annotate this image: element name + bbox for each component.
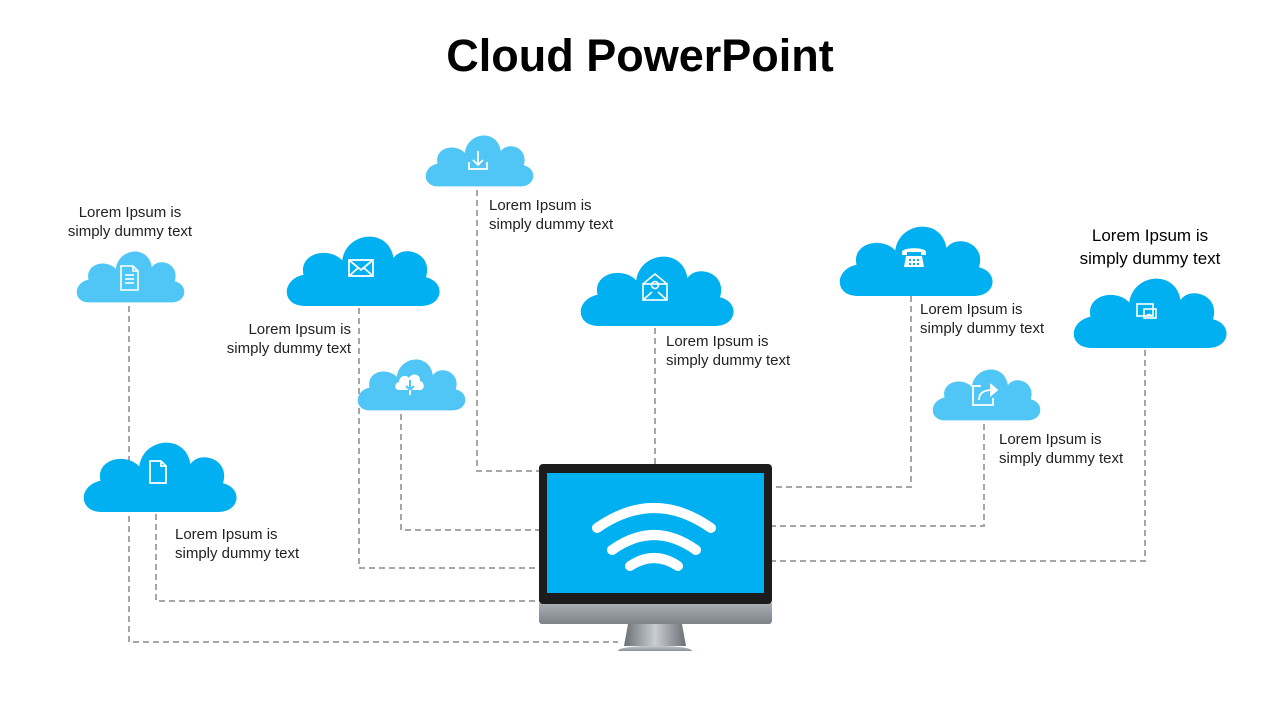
download-tray-icon [468, 151, 488, 170]
connector-cast [772, 350, 1146, 562]
cloud-download-icon [395, 374, 424, 395]
connector-document [128, 306, 618, 643]
cloud-mail [286, 236, 440, 306]
label-line: Lorem Ipsum is [78, 204, 182, 221]
telephone-icon [902, 248, 926, 267]
label-mail: Lorem Ipsum is simply dummy text [210, 320, 351, 358]
label-line: Lorem Ipsum is [489, 197, 592, 214]
label-line: simply dummy text [666, 352, 791, 369]
connector-mail [358, 308, 540, 569]
page-title: Cloud PowerPoint [446, 30, 834, 81]
monitor-stand [624, 624, 686, 646]
cloud-share [932, 369, 1041, 421]
label-cast: Lorem Ipsum is simply dummy text [1065, 224, 1235, 270]
connector-lines [128, 190, 1146, 643]
envelope-icon [348, 259, 374, 277]
email-at-icon [642, 272, 668, 301]
monitor-base [618, 645, 692, 651]
label-line: Lorem Ipsum is [175, 526, 278, 543]
screen-cast-icon [1136, 303, 1157, 319]
label-line: simply dummy text [1079, 249, 1221, 268]
label-document: Lorem Ipsum is simply dummy text [62, 203, 198, 241]
cloud-file [83, 442, 237, 512]
label-file: Lorem Ipsum is simply dummy text [175, 525, 299, 563]
label-line: Lorem Ipsum is [666, 333, 769, 350]
label-line: simply dummy text [920, 320, 1045, 337]
monitor-chin [539, 601, 772, 624]
label-line: Lorem Ipsum is [248, 321, 351, 338]
wifi-icon [592, 503, 716, 571]
label-download-tray: Lorem Ipsum is simply dummy text [489, 196, 613, 234]
cloud-download-tray [425, 135, 534, 187]
cloud-cloud-download [357, 359, 466, 411]
label-line: simply dummy text [226, 340, 351, 357]
label-phone: Lorem Ipsum is simply dummy text [920, 300, 1044, 338]
cloud-email-at [580, 256, 734, 326]
document-lines-icon [120, 265, 139, 291]
label-line: Lorem Ipsum is [1091, 226, 1209, 245]
label-email-at: Lorem Ipsum is simply dummy text [666, 332, 790, 370]
connector-share [772, 424, 985, 527]
cloud-document [76, 251, 185, 303]
cloud-cast [1073, 278, 1227, 348]
label-line: Lorem Ipsum is [999, 431, 1102, 448]
cloud-phone [839, 226, 993, 296]
label-line: simply dummy text [489, 216, 614, 233]
connector-cloud-download [400, 414, 540, 531]
label-line: simply dummy text [999, 450, 1124, 467]
share-arrow-icon [972, 383, 999, 406]
label-share: Lorem Ipsum is simply dummy text [999, 430, 1123, 468]
connector-phone [772, 296, 912, 488]
file-icon [149, 460, 167, 484]
connector-download-tray [476, 190, 540, 472]
monitor [539, 464, 772, 651]
label-line: Lorem Ipsum is [920, 301, 1023, 318]
connector-file [155, 514, 540, 602]
label-line: simply dummy text [175, 545, 300, 562]
label-line: simply dummy text [67, 223, 193, 240]
